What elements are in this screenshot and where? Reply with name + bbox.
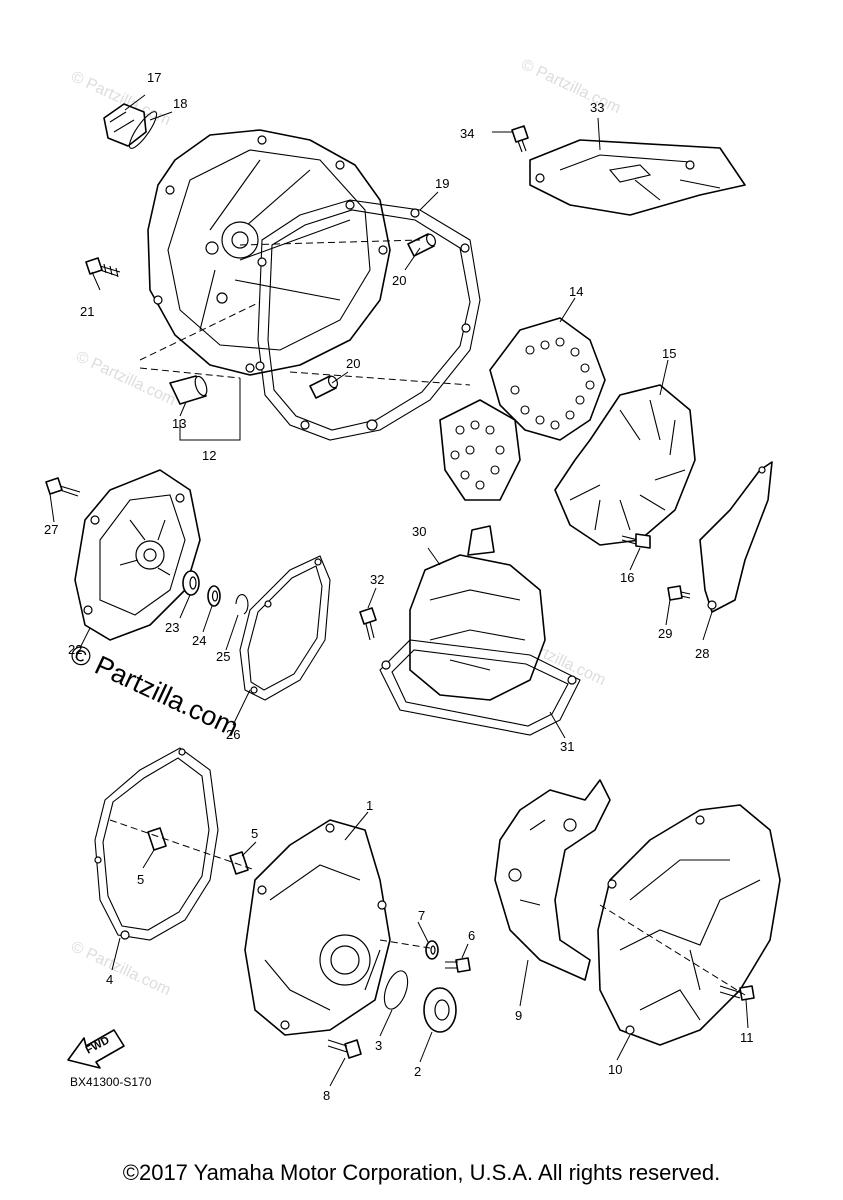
callout-34: 34 [460, 126, 474, 141]
part-27-bolt[interactable] [45, 477, 81, 497]
callout-12: 12 [202, 448, 216, 463]
callout-13: 13 [172, 416, 186, 431]
callout-27: 27 [44, 522, 58, 537]
part-34-bolt[interactable] [511, 125, 529, 153]
part-8-bolt[interactable] [327, 1039, 362, 1059]
callout-18: 18 [173, 96, 187, 111]
part-3-o-ring[interactable] [380, 968, 412, 1012]
part-30-cover[interactable] [409, 525, 546, 701]
callout-2: 2 [414, 1064, 421, 1079]
callout-32: 32 [370, 572, 384, 587]
watermark: © Partzilla.com [73, 348, 178, 409]
part-29-bolt[interactable] [667, 585, 691, 601]
copyright-notice: ©2017 Yamaha Motor Corporation, U.S.A. A… [122, 1160, 721, 1185]
callout-16: 16 [620, 570, 634, 585]
part-33-bracket[interactable] [529, 139, 746, 216]
part-10-side-cover[interactable] [597, 804, 781, 1046]
callout-29: 29 [658, 626, 672, 641]
callout-8: 8 [323, 1088, 330, 1103]
callout-20: 20 [392, 273, 406, 288]
part-25-circlip[interactable] [235, 594, 249, 615]
callout-19: 19 [435, 176, 449, 191]
callout-28: 28 [695, 646, 709, 661]
watermark: © Partzilla.com [68, 938, 173, 999]
part-20-dowel-pin[interactable] [407, 233, 437, 257]
part-32-bolt[interactable] [359, 607, 377, 641]
part-23-bearing[interactable] [182, 570, 200, 596]
part-13-dowel[interactable] [169, 375, 209, 405]
part-11-bolt[interactable] [719, 985, 755, 1001]
part-15-guard[interactable] [554, 384, 696, 546]
callout-25: 25 [216, 649, 230, 664]
callout-10: 10 [608, 1062, 622, 1077]
part-19-gasket[interactable] [255, 199, 481, 441]
callout-14: 14 [569, 284, 583, 299]
callout-labels: 17 18 33 34 19 20 20 21 13 12 14 15 16 2… [44, 70, 754, 1103]
callout-7: 7 [418, 908, 425, 923]
part-28-plate[interactable] [699, 461, 773, 613]
part-26-gasket[interactable] [239, 555, 331, 701]
part-5-dowel[interactable] [229, 851, 249, 875]
callout-30: 30 [412, 524, 426, 539]
part-4-gasket[interactable] [94, 747, 219, 941]
callout-20: 20 [346, 356, 360, 371]
callout-23: 23 [165, 620, 179, 635]
part-20-dowel-pin[interactable] [309, 375, 339, 399]
watermark: © Partzilla.com [518, 56, 623, 117]
part-18-o-ring[interactable] [125, 109, 160, 152]
callout-21: 21 [80, 304, 94, 319]
callout-17: 17 [147, 70, 161, 85]
callout-11: 11 [740, 1030, 754, 1045]
part-12-crankcase-cover[interactable] [147, 129, 391, 376]
part-14-cover-plate[interactable] [439, 317, 606, 501]
part-16-bolt[interactable] [621, 533, 651, 549]
part-17-oil-filler-cap[interactable] [103, 103, 147, 147]
part-7-washer[interactable] [425, 940, 439, 960]
part-2-plug[interactable] [423, 987, 457, 1033]
callout-6: 6 [468, 928, 475, 943]
part-5-dowel[interactable] [147, 827, 167, 851]
part-21-bolt[interactable] [85, 257, 121, 278]
part-31-gasket[interactable] [379, 639, 581, 736]
callout-5: 5 [251, 826, 258, 841]
callout-24: 24 [192, 633, 206, 648]
callout-5: 5 [137, 872, 144, 887]
callout-33: 33 [590, 100, 604, 115]
callout-9: 9 [515, 1008, 522, 1023]
fwd-arrow-icon: FWD [67, 1029, 125, 1069]
diagram-code: BX41300-S170 [70, 1075, 152, 1089]
part-24-washer[interactable] [207, 585, 221, 607]
callout-3: 3 [375, 1038, 382, 1053]
callout-1: 1 [366, 798, 373, 813]
callout-15: 15 [662, 346, 676, 361]
part-6-bolt[interactable] [445, 957, 471, 973]
callout-22: 22 [68, 642, 82, 657]
part-1-generator-cover[interactable] [244, 819, 391, 1036]
callout-26: 26 [226, 727, 240, 742]
part-9-bracket[interactable] [494, 779, 611, 981]
reference-lines [49, 94, 749, 1087]
callout-4: 4 [106, 972, 113, 987]
callout-31: 31 [560, 739, 574, 754]
